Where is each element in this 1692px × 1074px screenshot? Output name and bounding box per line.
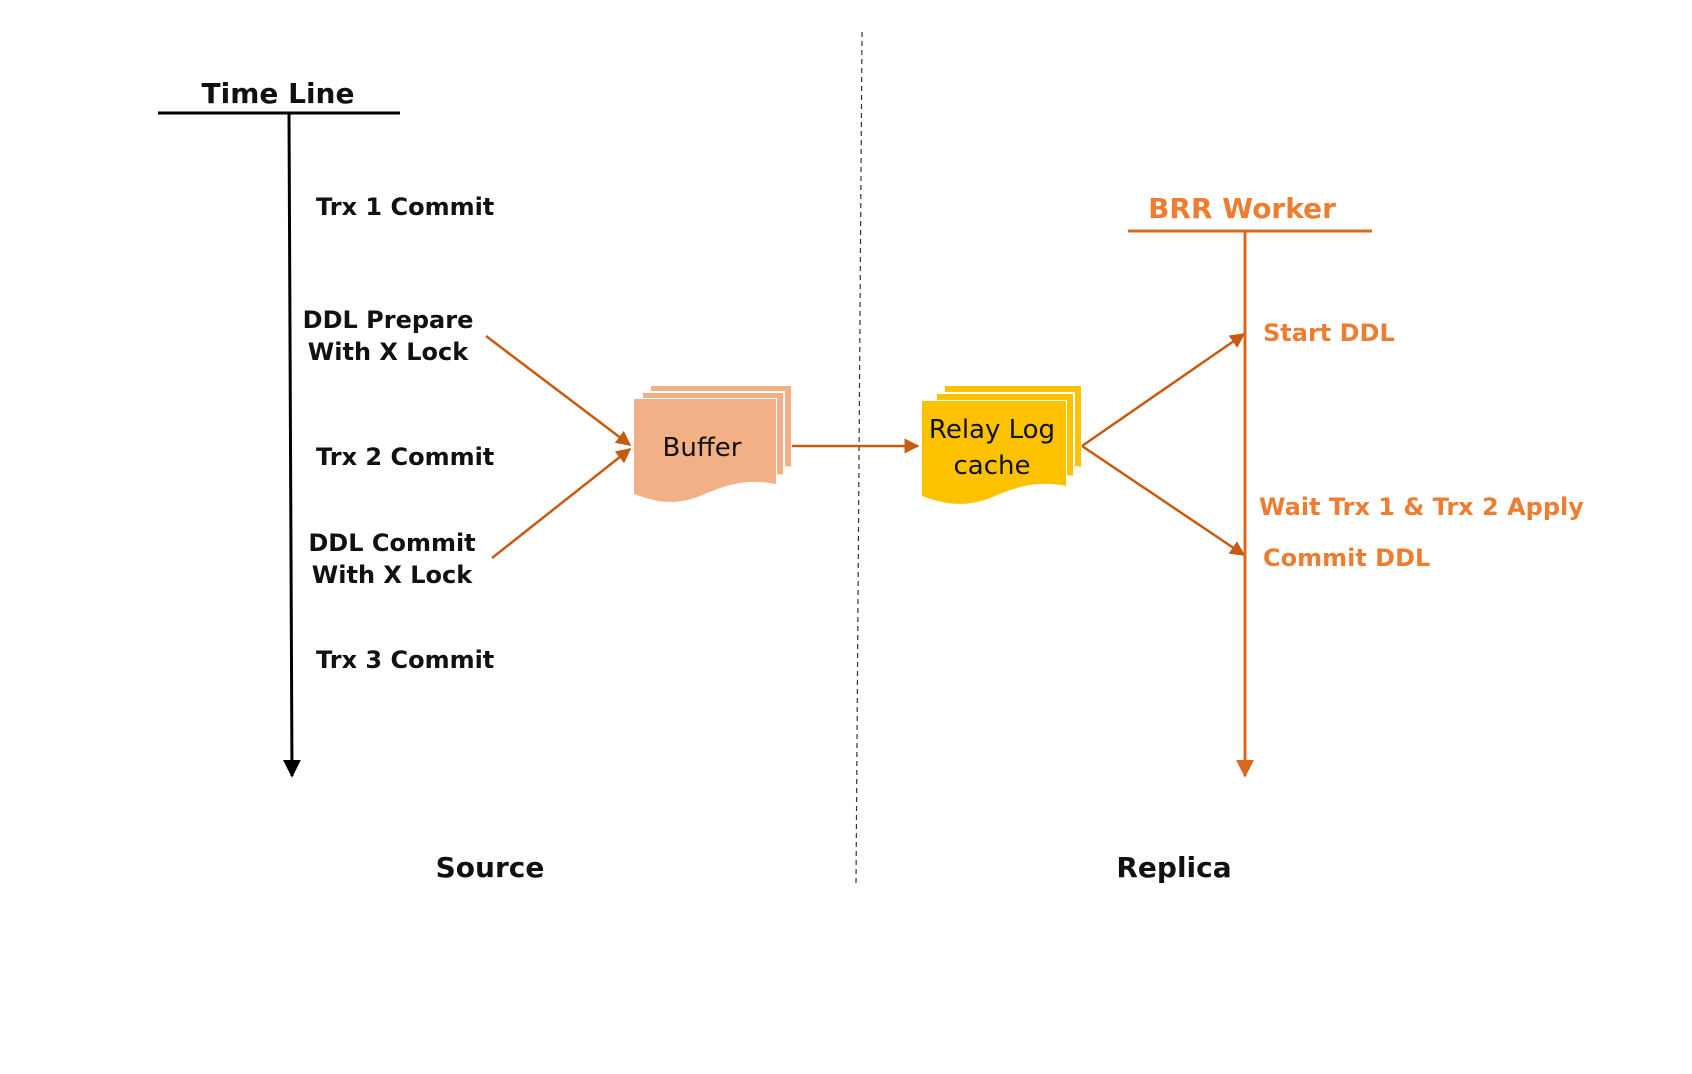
buffer-document-stack bbox=[633, 384, 793, 503]
arrow-relay-to-commit-ddl bbox=[1081, 444, 1246, 557]
event-trx2-commit: Trx 2 Commit bbox=[316, 443, 494, 471]
buffer-label: Buffer bbox=[663, 433, 742, 463]
event-ddl-prepare-line2: With X Lock bbox=[308, 338, 469, 366]
event-ddl-commit-line1: DDL Commit bbox=[308, 529, 475, 557]
arrow-ddl-commit-to-buffer bbox=[491, 448, 632, 559]
timeline-axis-arrow bbox=[282, 112, 301, 778]
event-wait-trx-apply: Wait Trx 1 & Trx 2 Apply bbox=[1259, 493, 1584, 521]
event-ddl-commit-line2: With X Lock bbox=[312, 561, 473, 589]
arrow-ddl-prepare-to-buffer bbox=[485, 335, 632, 446]
event-ddl-prepare-line1: DDL Prepare bbox=[303, 306, 474, 334]
relay-log-label-line1: Relay Log bbox=[929, 415, 1055, 445]
timeline-title: Time Line bbox=[202, 77, 355, 110]
arrow-relay-to-start-ddl bbox=[1081, 332, 1246, 448]
brr-worker-title: BRR Worker bbox=[1148, 192, 1336, 225]
source-replica-divider bbox=[855, 31, 863, 886]
event-trx3-commit: Trx 3 Commit bbox=[316, 646, 494, 674]
source-label: Source bbox=[436, 851, 545, 884]
event-start-ddl: Start DDL bbox=[1263, 319, 1395, 347]
relay-log-label-line2: cache bbox=[954, 451, 1031, 481]
event-commit-ddl: Commit DDL bbox=[1263, 544, 1430, 572]
relay-log-document-stack bbox=[921, 384, 1083, 505]
replica-label: Replica bbox=[1116, 851, 1231, 884]
event-trx1-commit: Trx 1 Commit bbox=[316, 193, 494, 221]
